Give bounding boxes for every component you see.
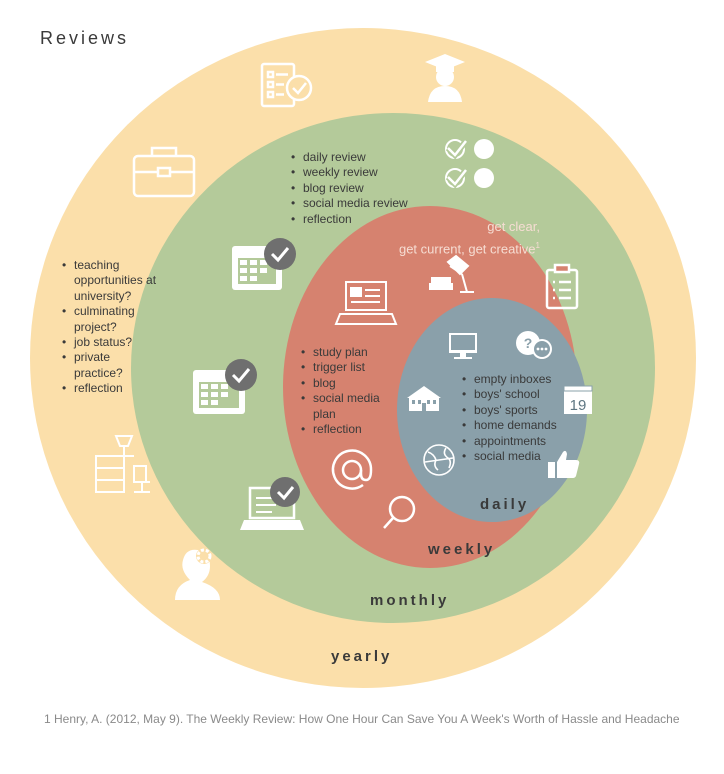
monthly-list: daily review weekly review blog review s… bbox=[291, 150, 431, 227]
globe-icon bbox=[423, 444, 455, 476]
laptop-check-icon bbox=[240, 477, 304, 530]
list-item: job status? bbox=[62, 335, 157, 351]
calendar-number: 19 bbox=[570, 397, 587, 414]
yearly-list: teaching opportunities at university? cu… bbox=[62, 258, 157, 397]
list-item: blog review bbox=[291, 181, 431, 197]
at-sign-icon bbox=[331, 449, 373, 490]
desk-chair-icon bbox=[95, 435, 150, 493]
list-item: daily review bbox=[291, 150, 431, 166]
weekly-heading-line2-text: get current, get creative bbox=[398, 241, 536, 257]
person-gear-icon bbox=[175, 548, 220, 600]
weekly-label: weekly bbox=[428, 541, 496, 558]
calendar-check-icon bbox=[193, 359, 257, 414]
desk-lamp-icon bbox=[429, 254, 474, 293]
list-item: boys' sports bbox=[462, 403, 572, 419]
weekly-heading-line1: get clear, bbox=[487, 219, 540, 234]
calendar-check-icon bbox=[232, 238, 296, 290]
list-item: blog bbox=[301, 376, 396, 392]
monthly-label: monthly bbox=[370, 592, 450, 609]
weekly-heading-line2: get current, get creative1 bbox=[360, 236, 540, 258]
checkboxes-icon bbox=[445, 139, 494, 189]
list-item: reflection bbox=[62, 381, 157, 397]
list-item: home demands bbox=[462, 418, 572, 434]
graduate-icon bbox=[425, 54, 465, 102]
magnifier-icon bbox=[383, 495, 416, 529]
list-item: trigger list bbox=[301, 360, 396, 376]
list-item: social media review bbox=[291, 196, 431, 212]
yearly-label: yearly bbox=[331, 648, 393, 665]
list-item: reflection bbox=[301, 422, 396, 438]
laptop-icon bbox=[334, 281, 398, 325]
monitor-icon bbox=[449, 333, 477, 359]
list-item: private practice? bbox=[62, 350, 157, 381]
weekly-list: study plan trigger list blog social medi… bbox=[301, 345, 396, 438]
list-item: social media bbox=[462, 449, 572, 465]
chat-bubbles-icon: ? bbox=[516, 331, 552, 359]
weekly-heading: get clear, get current, get creative1 bbox=[360, 217, 540, 258]
list-item: reflection bbox=[291, 212, 431, 228]
list-item: empty inboxes bbox=[462, 372, 572, 388]
footnote: 1 Henry, A. (2012, May 9). The Weekly Re… bbox=[44, 712, 680, 726]
list-item: study plan bbox=[301, 345, 396, 361]
list-item: culminating project? bbox=[62, 304, 157, 335]
school-building-icon bbox=[407, 386, 441, 411]
list-item: boys' school bbox=[462, 387, 572, 403]
list-item: weekly review bbox=[291, 165, 431, 181]
footnote-marker: 1 bbox=[535, 241, 540, 250]
list-item: appointments bbox=[462, 434, 572, 450]
checklist-icon bbox=[260, 62, 313, 108]
page-title: Reviews bbox=[40, 28, 130, 48]
daily-list: empty inboxes boys' school boys' sports … bbox=[462, 372, 572, 465]
daily-label: daily bbox=[480, 496, 530, 513]
list-item: teaching opportunities at university? bbox=[62, 258, 157, 304]
svg-text:?: ? bbox=[524, 335, 533, 351]
list-item: social media plan bbox=[301, 391, 396, 422]
briefcase-icon bbox=[132, 146, 196, 198]
clipboard-list-icon bbox=[545, 263, 579, 310]
